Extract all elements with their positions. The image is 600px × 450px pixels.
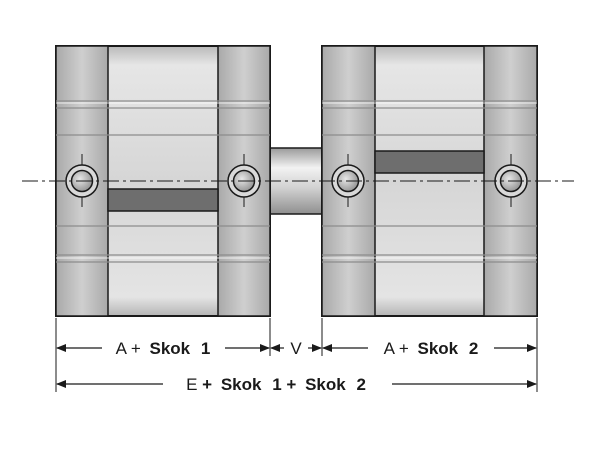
right-cylinder-piston-slot <box>374 150 485 174</box>
dimension-left-skok: Skok <box>149 339 190 358</box>
dimension-total-skok2: Skok <box>305 375 346 394</box>
dimension-total-label: E + Skok 1 + Skok 2 <box>186 375 366 394</box>
dimension-right-cylinder: A + Skok 2 <box>322 339 537 358</box>
dimension-right-skok: Skok <box>417 339 458 358</box>
dimension-left-prefix: A <box>116 339 128 358</box>
dimension-right-number: 2 <box>469 339 478 358</box>
dimension-total-plus1: + <box>202 375 212 394</box>
dimension-gap: V <box>270 339 322 358</box>
dimension-total: E + Skok 1 + Skok 2 <box>56 375 537 394</box>
dimension-gap-label: V <box>290 339 302 358</box>
dimension-total-skok1: Skok <box>221 375 262 394</box>
dimension-left-number: 1 <box>201 339 210 358</box>
dimension-total-number1: 1 <box>272 375 281 394</box>
right-cylinder-grooves <box>322 100 537 263</box>
dimension-right-cylinder-label: A + Skok 2 <box>384 339 479 358</box>
dimension-total-number2: 2 <box>356 375 365 394</box>
left-cylinder-piston-slot <box>107 188 219 212</box>
dimension-total-prefix: E <box>186 375 197 394</box>
dimension-right-plus: + <box>399 339 409 358</box>
dimension-total-plus2: + <box>286 375 296 394</box>
dimension-left-cylinder-label: A + Skok 1 <box>116 339 211 358</box>
dimension-right-prefix: A <box>384 339 396 358</box>
dimension-left-plus: + <box>131 339 141 358</box>
dimension-left-cylinder: A + Skok 1 <box>56 339 270 358</box>
left-cylinder-grooves <box>56 100 270 263</box>
